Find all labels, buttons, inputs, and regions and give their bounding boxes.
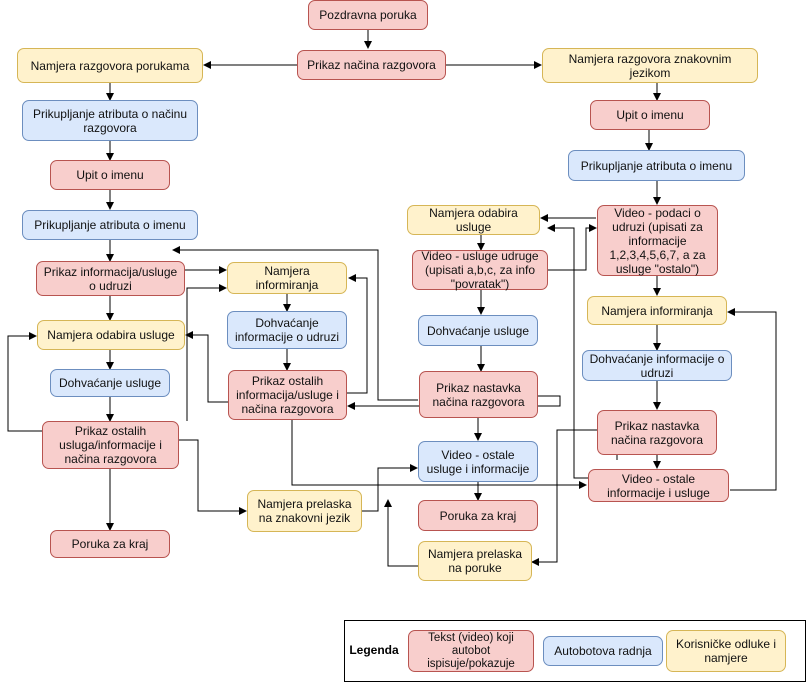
- dohvacanje-usluge-left-node: Dohvaćanje usluge: [50, 369, 170, 397]
- namjera-prelaska-znakovni-node: Namjera prelaska na znakovni jezik: [247, 490, 362, 532]
- dohvacanje-informacije-left-node: Dohvaćanje informacije o udruzi: [227, 311, 347, 349]
- namjera-razgovora-znakovnim-node: Namjera razgovora znakovnim jezikom: [542, 48, 758, 83]
- namjera-informiranja-right-node: Namjera informiranja: [587, 296, 727, 325]
- prikaz-nacina-razgovora-node: Prikaz načina razgovora: [297, 50, 446, 80]
- upit-o-imenu-right-node: Upit o imenu: [590, 100, 710, 130]
- prikaz-ostalih-informacija-mid-node: Prikaz ostalih informacija/usluge i nači…: [228, 370, 347, 420]
- prikaz-nastavka-center-node: Prikaz nastavka načina razgovora: [419, 371, 538, 418]
- dohvacanje-usluge-right-node: Dohvaćanje usluge: [418, 315, 538, 346]
- upit-o-imenu-left-node: Upit o imenu: [50, 160, 170, 190]
- video-ostale-informacije-node: Video - ostale informacije i usluge: [588, 469, 729, 502]
- prikupljanje-atributa-imena-right-node: Prikupljanje atributa o imenu: [568, 150, 745, 181]
- legend-red-swatch: Tekst (video) koji autobot ispisuje/poka…: [408, 630, 534, 672]
- poruka-za-kraj-right-node: Poruka za kraj: [418, 500, 538, 531]
- namjera-odabira-usluge-right-node: Namjera odabira usluge: [407, 205, 540, 235]
- pozdravna-poruka-node: Pozdravna poruka: [308, 0, 428, 30]
- legend-blue-swatch: Autobotova radnja: [543, 636, 663, 666]
- video-ostale-usluge-node: Video - ostale usluge i informacije: [418, 441, 538, 482]
- prikaz-informacija-udruzi-node: Prikaz informacija/usluge o udruzi: [36, 261, 185, 296]
- prikupljanje-atributa-nacina-node: Prikupljanje atributa o načinu razgovora: [22, 100, 198, 141]
- prikupljanje-atributa-imena-left-node: Prikupljanje atributa o imenu: [22, 210, 198, 240]
- legend-yellow-swatch: Korisničke odluke i namjere: [666, 630, 786, 672]
- dohvacanje-informacije-right-node: Dohvaćanje informacije o udruzi: [582, 350, 732, 381]
- namjera-razgovora-porukama-node: Namjera razgovora porukama: [17, 48, 203, 83]
- prikaz-ostalih-usluga-left-node: Prikaz ostalih usluga/informacije i nači…: [42, 421, 179, 469]
- legend-title: Legenda: [349, 643, 399, 657]
- poruka-za-kraj-left-node: Poruka za kraj: [50, 530, 170, 558]
- prikaz-nastavka-right-node: Prikaz nastavka načina razgovora: [597, 410, 717, 455]
- video-usluge-udruge-node: Video - usluge udruge (upisati a,b,c, za…: [412, 249, 548, 291]
- video-podaci-o-udruzi-node: Video - podaci o udruzi (upisati za info…: [597, 205, 718, 276]
- namjera-odabira-usluge-left-node: Namjera odabira usluge: [37, 320, 185, 350]
- namjera-prelaska-poruke-node: Namjera prelaska na poruke: [418, 541, 532, 581]
- namjera-informiranja-left-node: Namjera informiranja: [227, 262, 347, 294]
